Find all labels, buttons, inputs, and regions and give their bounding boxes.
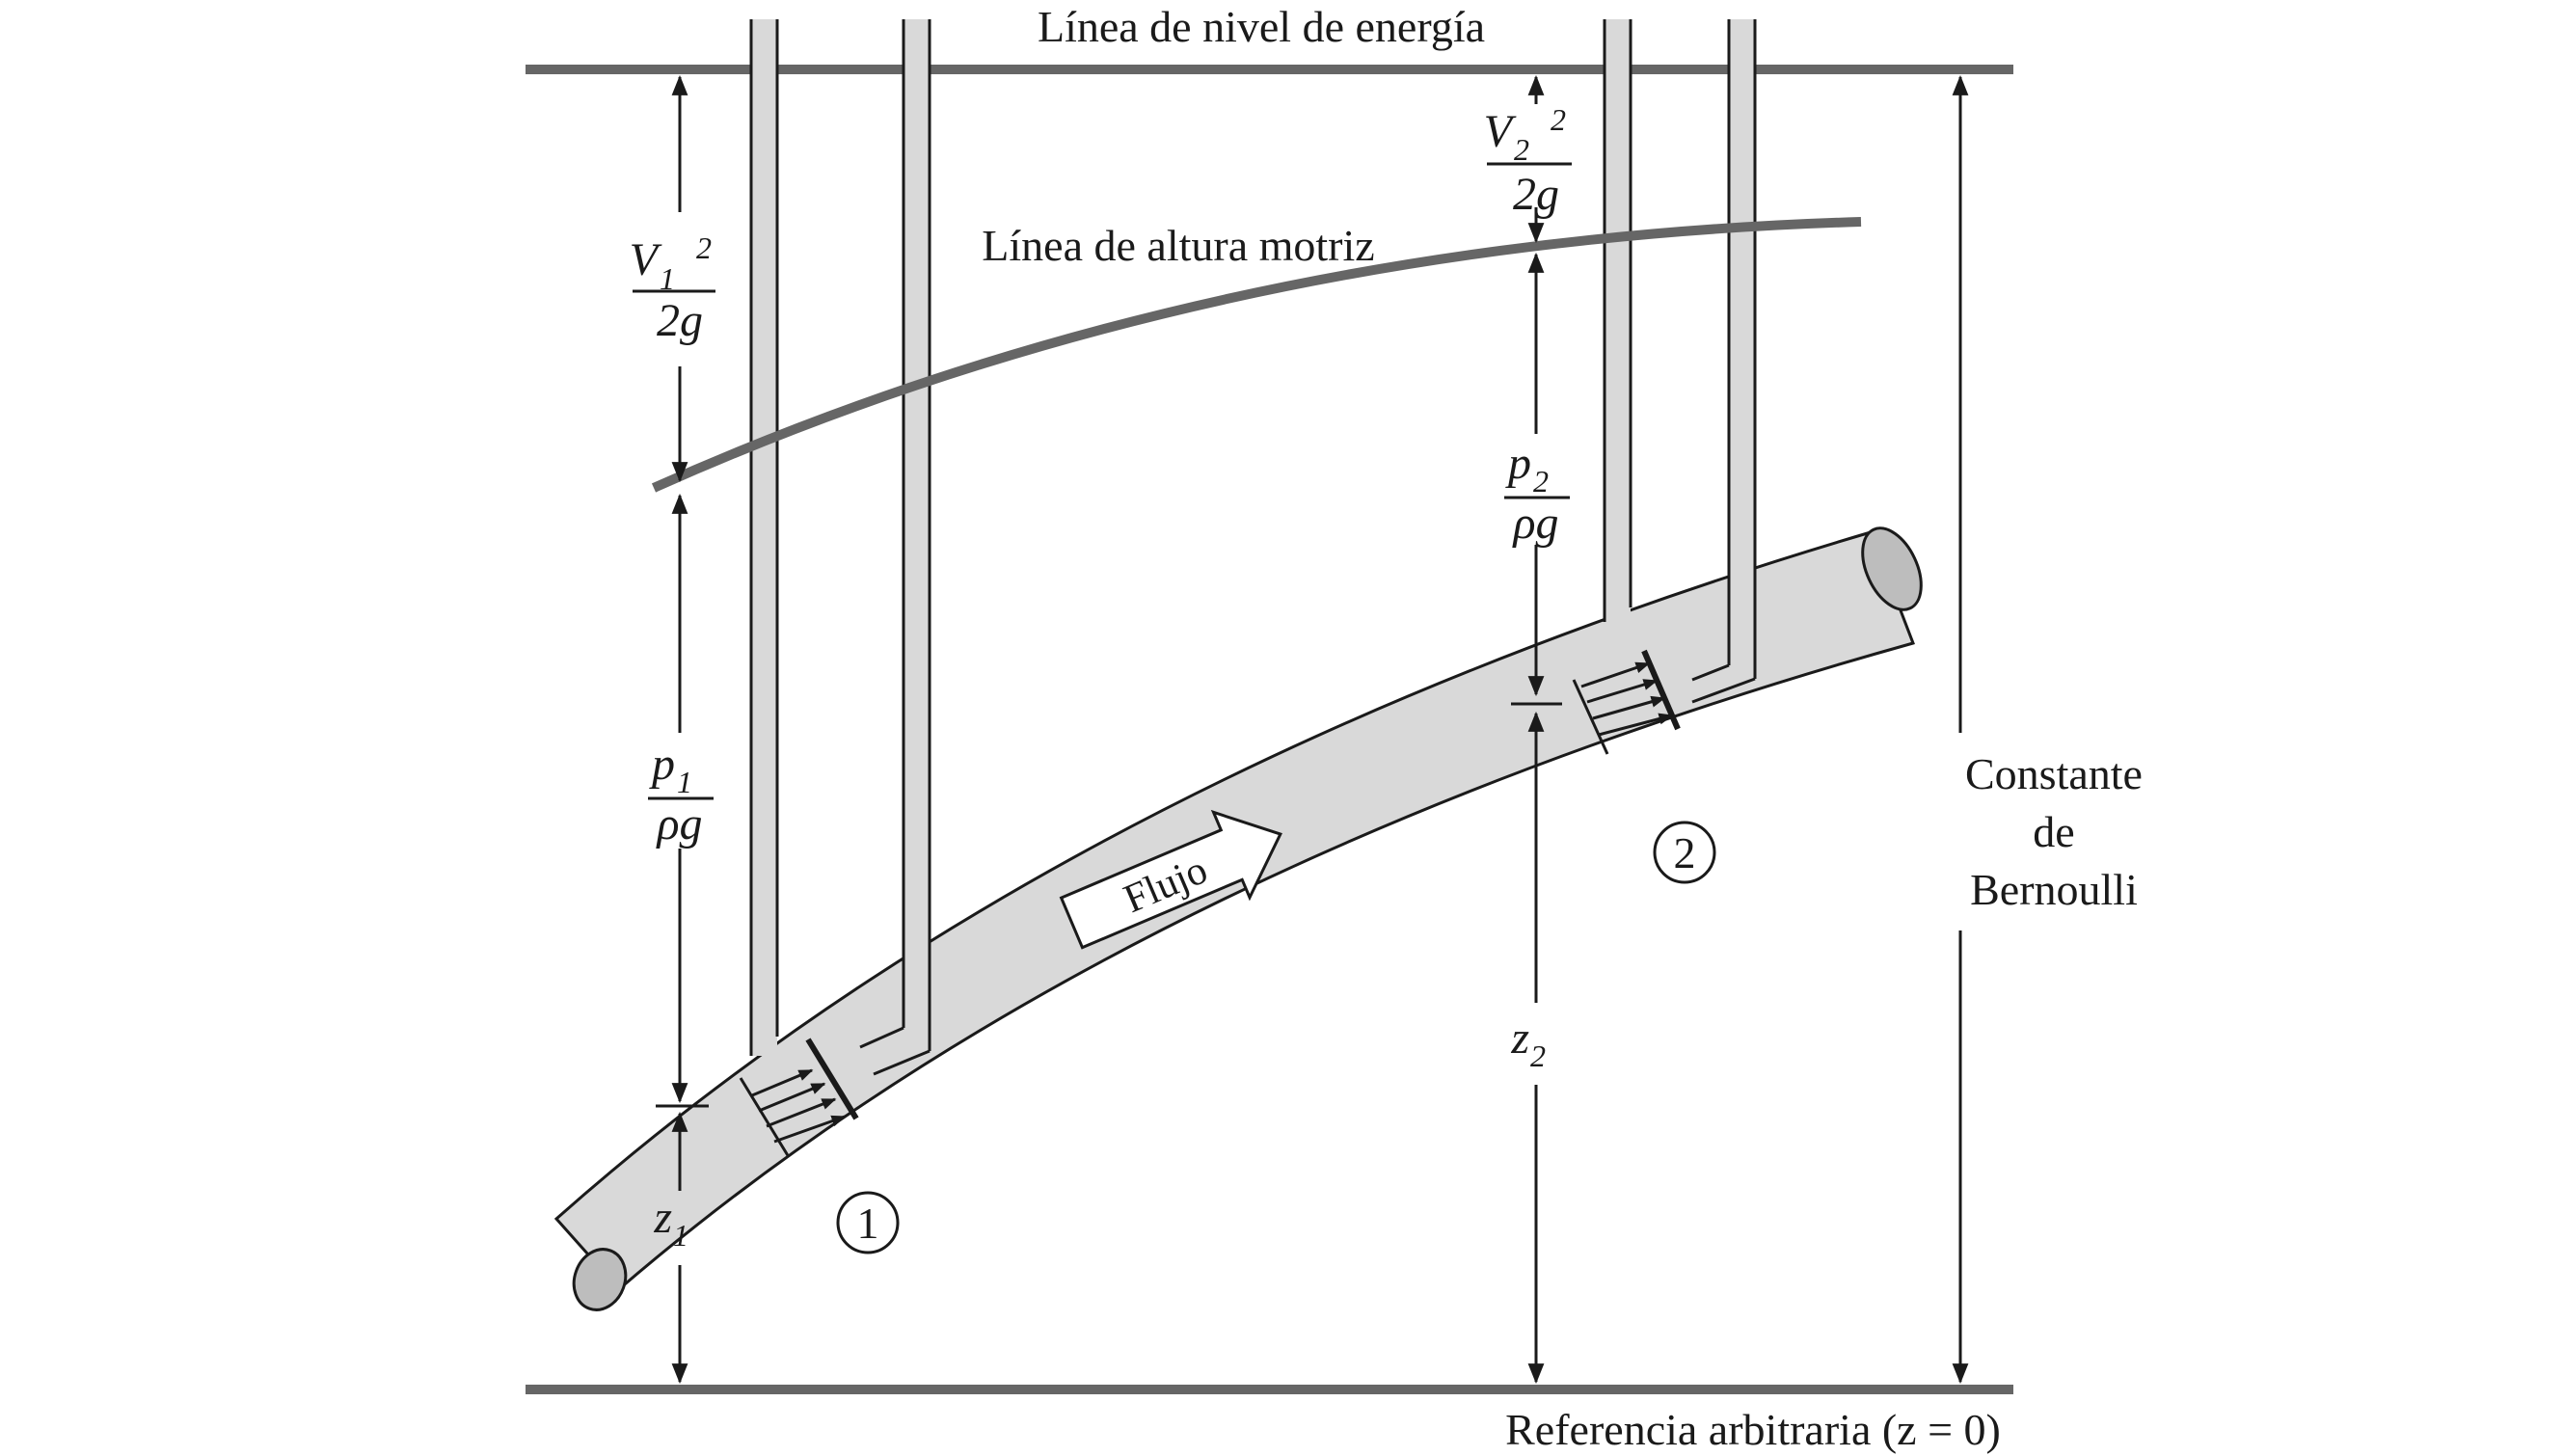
pitot-tube-2 <box>1691 19 1757 704</box>
svg-text:2g: 2g <box>1513 169 1559 220</box>
bernoulli-label-2: de <box>2033 807 2074 856</box>
section-1-marker: 1 <box>836 1191 900 1254</box>
svg-text:p: p <box>1505 438 1531 489</box>
hydraulic-grade-line <box>651 217 1862 493</box>
velocity-head-2: V 2 2 2g <box>1484 102 1572 220</box>
svg-text:V: V <box>630 234 662 285</box>
hydraulic-line-label: Línea de altura motriz <box>982 221 1374 270</box>
svg-text:1: 1 <box>677 765 692 799</box>
svg-text:p: p <box>649 739 675 790</box>
svg-text:ρg: ρg <box>1511 498 1558 549</box>
svg-text:z: z <box>653 1192 672 1243</box>
elevation-head-2: z 2 <box>1510 1012 1546 1073</box>
section-2-label: 2 <box>1674 828 1696 877</box>
svg-text:2: 2 <box>696 230 712 265</box>
svg-text:V: V <box>1484 106 1517 157</box>
datum-label: Referencia arbitraria (z = 0) <box>1505 1405 2001 1454</box>
svg-text:1: 1 <box>660 261 675 296</box>
energy-line-label: Línea de nivel de energía <box>1038 2 1485 51</box>
pitot-tube-1 <box>859 19 931 1076</box>
bernoulli-label-1: Constante <box>1965 749 2143 798</box>
svg-text:z: z <box>1510 1012 1529 1064</box>
svg-text:2: 2 <box>1514 132 1529 167</box>
svg-text:2: 2 <box>1551 102 1566 137</box>
section-1-label: 1 <box>857 1199 879 1248</box>
svg-text:2: 2 <box>1533 464 1549 499</box>
pressure-head-2: p 2 ρg <box>1504 438 1570 549</box>
piezometer-tube-2 <box>1603 19 1632 622</box>
elevation-head-1: z 1 <box>653 1192 688 1253</box>
velocity-head-1: V 1 2 2g <box>630 230 715 346</box>
svg-text:2g: 2g <box>657 295 703 346</box>
pressure-head-1: p 1 ρg <box>648 739 714 849</box>
piezometer-tube-1 <box>749 19 779 1056</box>
svg-text:ρg: ρg <box>655 798 702 849</box>
svg-text:2: 2 <box>1530 1038 1546 1073</box>
velocity-profile-2 <box>1572 649 1681 755</box>
svg-text:1: 1 <box>673 1218 688 1253</box>
velocity-profile-1 <box>739 1038 859 1158</box>
section-2-marker: 2 <box>1653 821 1716 884</box>
bernoulli-label-3: Bernoulli <box>1970 865 2138 914</box>
